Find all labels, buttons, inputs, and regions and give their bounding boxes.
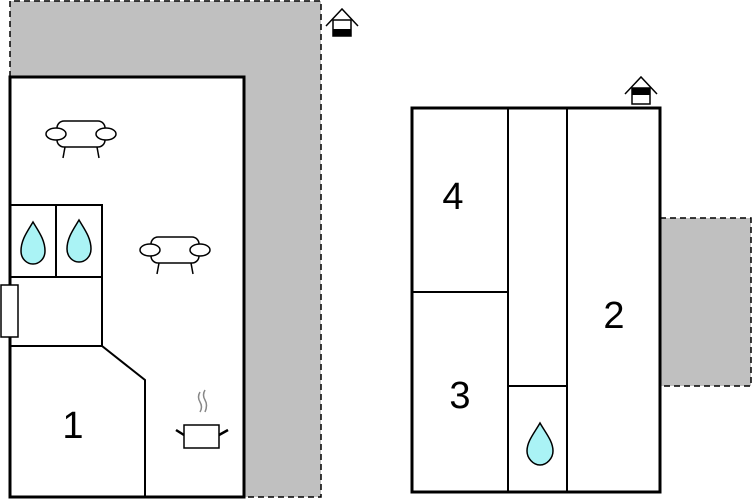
drop-icon bbox=[20, 220, 46, 265]
sofa-icon bbox=[139, 236, 211, 275]
terrace-right bbox=[660, 217, 752, 387]
sofa-icon bbox=[45, 120, 117, 159]
entrance-icon bbox=[325, 7, 359, 37]
cooking-pot-icon bbox=[175, 389, 229, 449]
building-left: 1 bbox=[0, 75, 246, 499]
window bbox=[0, 284, 19, 338]
terrace-left bbox=[9, 0, 322, 498]
drop-icon bbox=[66, 218, 92, 263]
room-label-4: 4 bbox=[442, 176, 463, 218]
drop-icon bbox=[526, 421, 554, 466]
room-label-3: 3 bbox=[449, 375, 470, 417]
entrance-icon bbox=[624, 75, 658, 105]
room-label-1: 1 bbox=[62, 405, 83, 447]
room-1-wall bbox=[10, 345, 146, 497]
building-right: 4 3 2 bbox=[410, 106, 662, 494]
room-label-2: 2 bbox=[603, 295, 624, 337]
